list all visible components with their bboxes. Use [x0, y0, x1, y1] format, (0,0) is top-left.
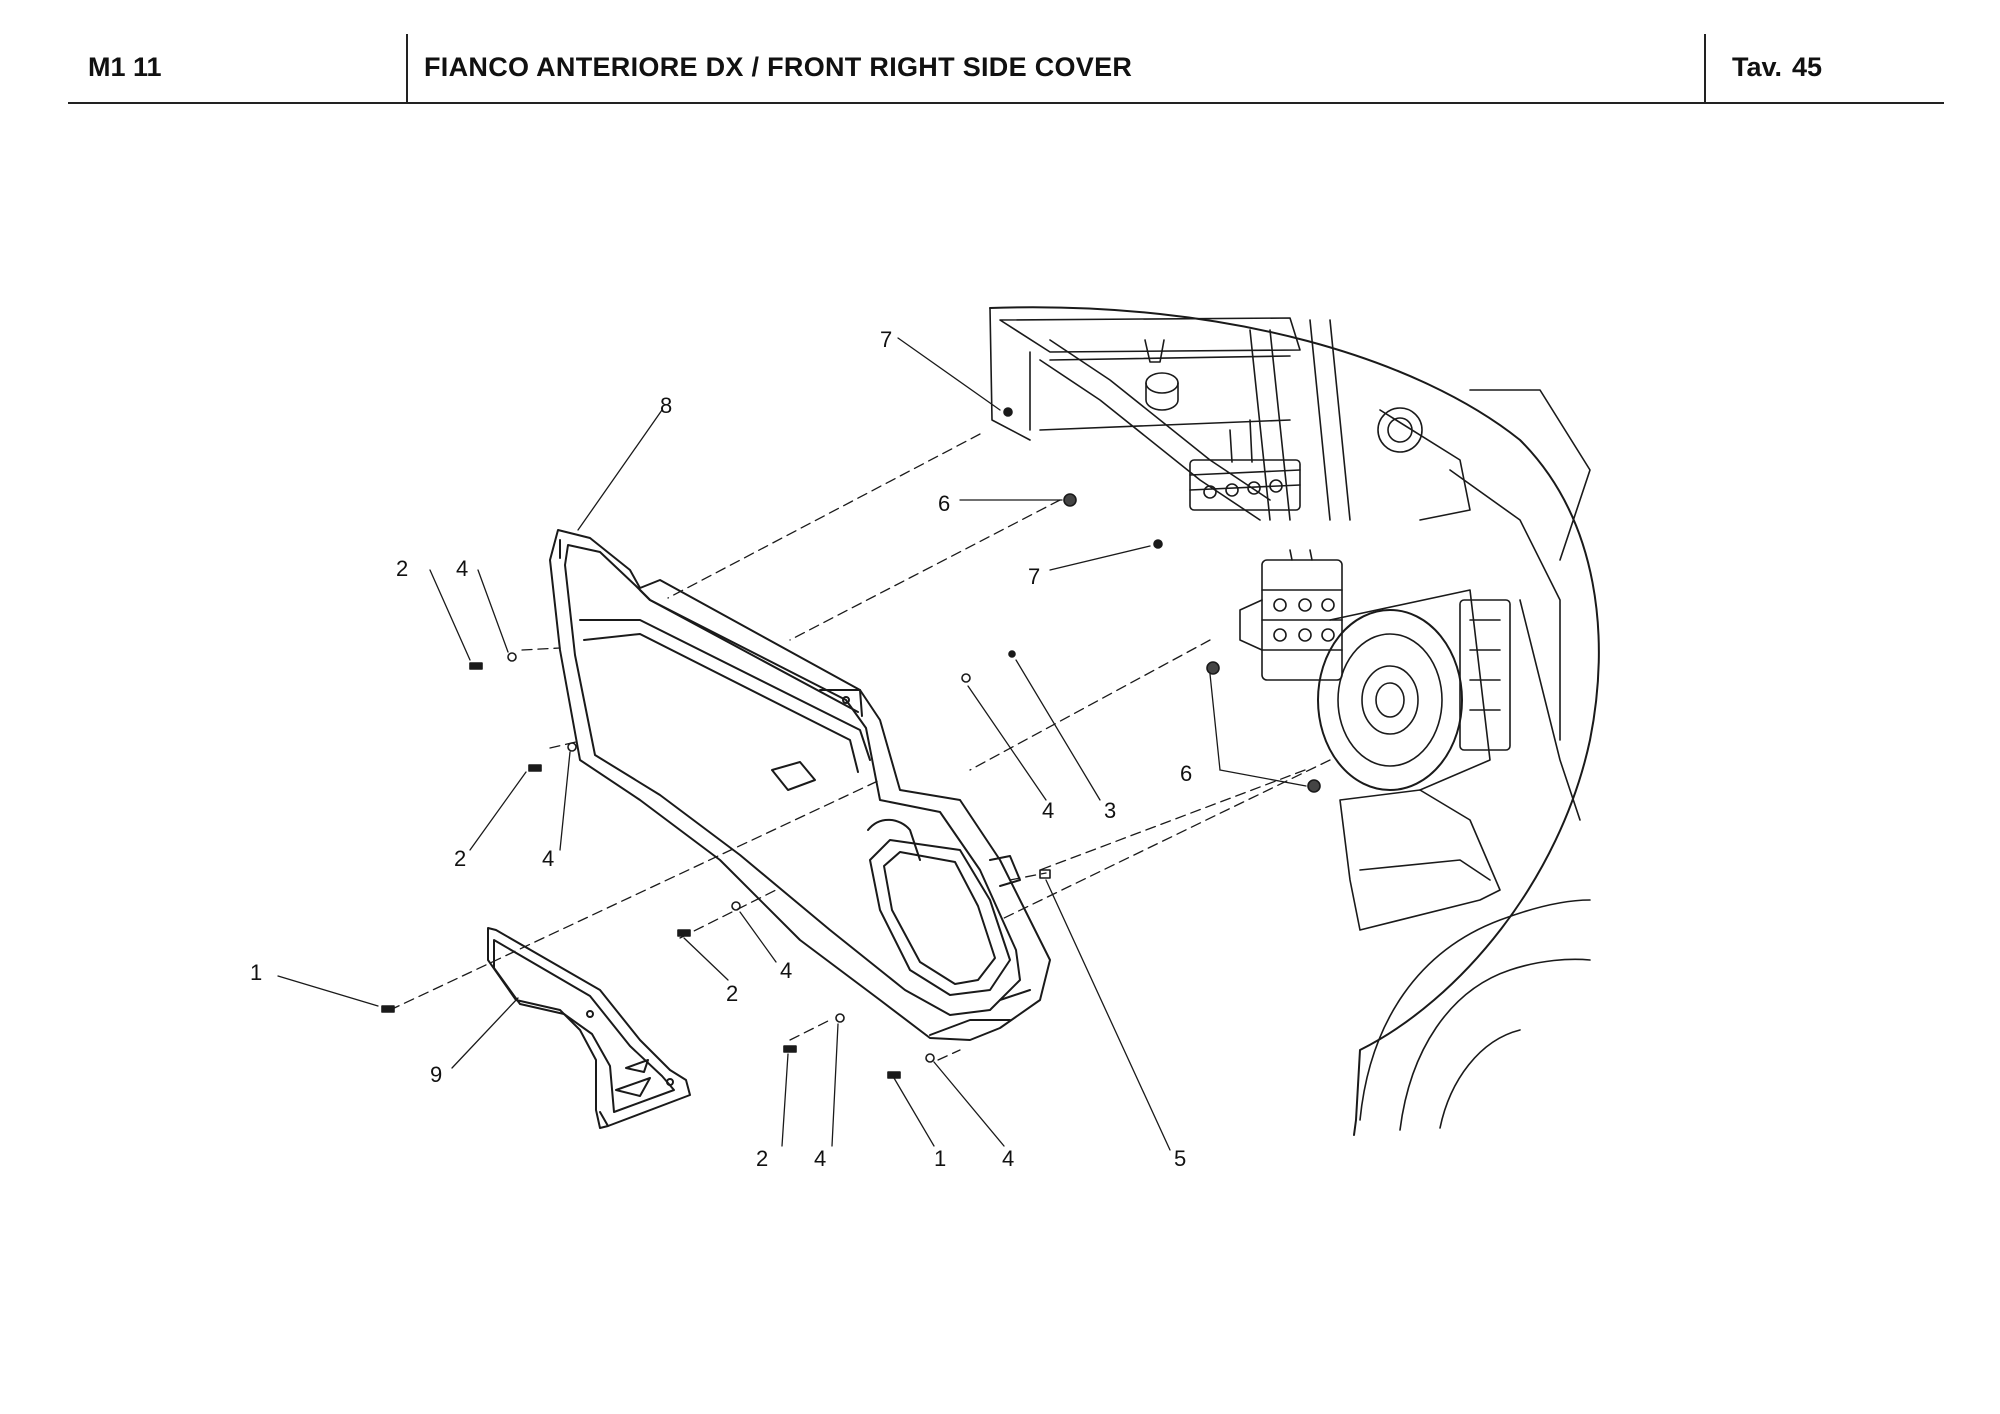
callout-4-center: 4	[1042, 798, 1054, 823]
drawing-title: FIANCO ANTERIORE DX / FRONT RIGHT SIDE C…	[424, 51, 1133, 82]
washer-4-mid	[731, 901, 741, 911]
screw-1-low	[887, 1071, 901, 1079]
callout-7-top: 7	[880, 327, 892, 352]
nut-6-middle	[1206, 661, 1220, 675]
callout-9: 9	[430, 1062, 442, 1087]
clip-5	[1039, 869, 1051, 879]
callout-2-bottom: 2	[756, 1146, 768, 1171]
washer-4-left	[567, 742, 577, 752]
callout-6-top: 6	[938, 491, 950, 516]
callout-4-top: 4	[456, 556, 468, 581]
callout-7-mid: 7	[1028, 564, 1040, 589]
hydraulic-valve-upper	[1189, 419, 1301, 511]
title-divider-left	[406, 34, 408, 102]
fasteners	[381, 407, 1321, 1079]
support-bracket-part-9	[487, 927, 691, 1129]
title-divider-right	[1704, 34, 1706, 102]
rear-wheel	[1359, 899, 1591, 1131]
washer-4-center	[961, 673, 971, 683]
table-value: 45	[1792, 51, 1823, 82]
callout-4-low: 4	[1002, 1146, 1014, 1171]
nut-7-lower	[1153, 539, 1163, 549]
model-code: M1 11	[88, 51, 162, 82]
nut-3	[1008, 650, 1016, 658]
screw-2-left	[528, 764, 542, 772]
hydraulic-valve-lower	[1239, 549, 1343, 681]
callout-5: 5	[1174, 1146, 1186, 1171]
callout-2-mid: 2	[726, 981, 738, 1006]
callout-6-lower: 6	[1180, 761, 1192, 786]
engine-pulley	[1317, 589, 1491, 791]
nut-7-upper	[1003, 407, 1013, 417]
callout-4-left: 4	[542, 846, 554, 871]
callout-2-top: 2	[396, 556, 408, 581]
nut-6-lower	[1307, 779, 1321, 793]
leader-lines	[277, 337, 1307, 1151]
washer-4-bottom	[835, 1013, 845, 1023]
callout-8: 8	[660, 393, 672, 418]
table-number: Tav. 45	[1732, 34, 1822, 100]
title-block: M1 11 FIANCO ANTERIORE DX / FRONT RIGHT …	[68, 34, 1944, 104]
callout-4-mid: 4	[780, 958, 792, 983]
washer-4-top	[507, 652, 517, 662]
tractor-frame-assembly	[989, 306, 1600, 1136]
callout-2-left: 2	[454, 846, 466, 871]
callout-4-bottom: 4	[814, 1146, 826, 1171]
table-prefix: Tav.	[1732, 51, 1783, 82]
screw-2-top	[469, 662, 483, 670]
washer-4-low	[925, 1053, 935, 1063]
screw-2-bottom	[783, 1045, 797, 1053]
callout-3: 3	[1104, 798, 1116, 823]
screw-2-mid	[677, 929, 691, 937]
assembly-lines	[389, 433, 1331, 1061]
nut-6-upper	[1063, 493, 1077, 507]
callout-1-left: 1	[250, 960, 262, 985]
screw-1-left	[381, 1005, 395, 1013]
callout-1-bottom: 1	[934, 1146, 946, 1171]
side-cover-part-8	[549, 529, 1051, 1041]
